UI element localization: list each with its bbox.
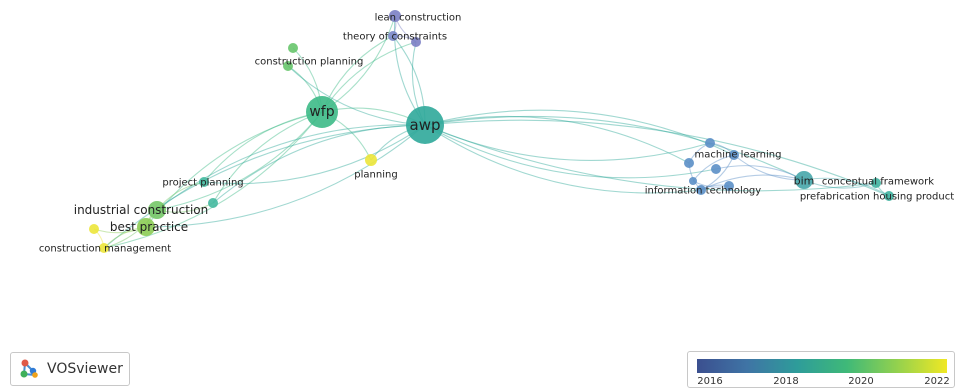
node-u7[interactable]: [288, 43, 298, 53]
node-cmgmt[interactable]: [99, 243, 109, 253]
network-edges: [93, 15, 890, 249]
node-label-toc: theory of constraints: [343, 32, 447, 43]
network-edge: [156, 111, 323, 211]
node-label-phbp: prefabrication housing product: [800, 192, 954, 203]
node-bestprac[interactable]: [137, 218, 155, 236]
vosviewer-logo: VOSviewer: [10, 352, 130, 386]
node-cf[interactable]: [871, 178, 881, 188]
node-it[interactable]: [696, 185, 706, 195]
node-projplan[interactable]: [199, 177, 209, 187]
network-edge: [424, 109, 735, 156]
node-label-ml: machine learning: [695, 150, 782, 161]
node-u6[interactable]: [411, 37, 421, 47]
network-edge: [424, 124, 877, 192]
legend-tick: 2020: [848, 376, 874, 387]
node-label-bim: bim: [794, 175, 815, 188]
node-label-planning: planning: [354, 170, 397, 181]
node-wfp[interactable]: [306, 96, 338, 128]
node-u8[interactable]: [208, 198, 218, 208]
node-label-wfp: wfp: [309, 104, 334, 120]
node-label-awp: awp: [410, 116, 441, 134]
network-edge: [103, 111, 323, 249]
app-name: VOSviewer: [47, 361, 123, 377]
node-bim[interactable]: [795, 171, 813, 189]
node-u1[interactable]: [705, 138, 715, 148]
node-toc[interactable]: [388, 31, 398, 41]
node-phbp[interactable]: [884, 191, 894, 201]
network-nodes: [89, 10, 894, 253]
legend-tick: 2016: [697, 376, 723, 387]
node-cplan[interactable]: [283, 61, 293, 71]
network-edge: [145, 124, 426, 228]
node-label-indcon: industrial construction: [74, 203, 209, 217]
node-u3[interactable]: [711, 164, 721, 174]
network-edge: [103, 124, 426, 249]
node-u2[interactable]: [684, 158, 694, 168]
network-edge: [424, 115, 805, 181]
network-edge: [424, 124, 717, 179]
year-color-legend: 2016 2018 2020 2022: [687, 351, 955, 388]
network-edge: [424, 124, 711, 161]
node-label-cplan: construction planning: [255, 57, 364, 68]
node-label-it: information technology: [645, 186, 762, 197]
network-edge: [212, 124, 426, 204]
vosviewer-logo-icon: [20, 359, 38, 378]
network-edge: [424, 115, 690, 164]
legend-tick: 2018: [773, 376, 799, 387]
node-awp[interactable]: [406, 106, 444, 144]
legend-gradient: [697, 359, 947, 373]
node-label-projplan: project planning: [162, 178, 243, 189]
legend-tick: 2022: [924, 376, 950, 387]
node-ml[interactable]: [729, 150, 739, 160]
node-indcon[interactable]: [148, 201, 166, 219]
network-labels: wfp awp lean construction theory of constra…: [39, 13, 954, 255]
node-label-cmgmt: construction management: [39, 244, 171, 255]
node-lean[interactable]: [389, 10, 401, 22]
network-edge: [715, 165, 805, 181]
network-edge: [424, 124, 702, 194]
node-u9[interactable]: [89, 224, 99, 234]
network-edge: [424, 119, 890, 197]
node-label-lean: lean construction: [375, 13, 462, 24]
node-u5[interactable]: [689, 177, 697, 185]
node-planning[interactable]: [365, 154, 377, 166]
network-edge: [156, 124, 426, 211]
network-edge: [212, 111, 323, 204]
network-edge: [203, 124, 426, 185]
node-label-bestprac: best practice: [110, 220, 188, 234]
network-edge: [700, 174, 805, 191]
node-u4[interactable]: [724, 181, 734, 191]
node-label-cf: conceptual framework: [822, 177, 934, 188]
network-edge: [803, 177, 890, 197]
